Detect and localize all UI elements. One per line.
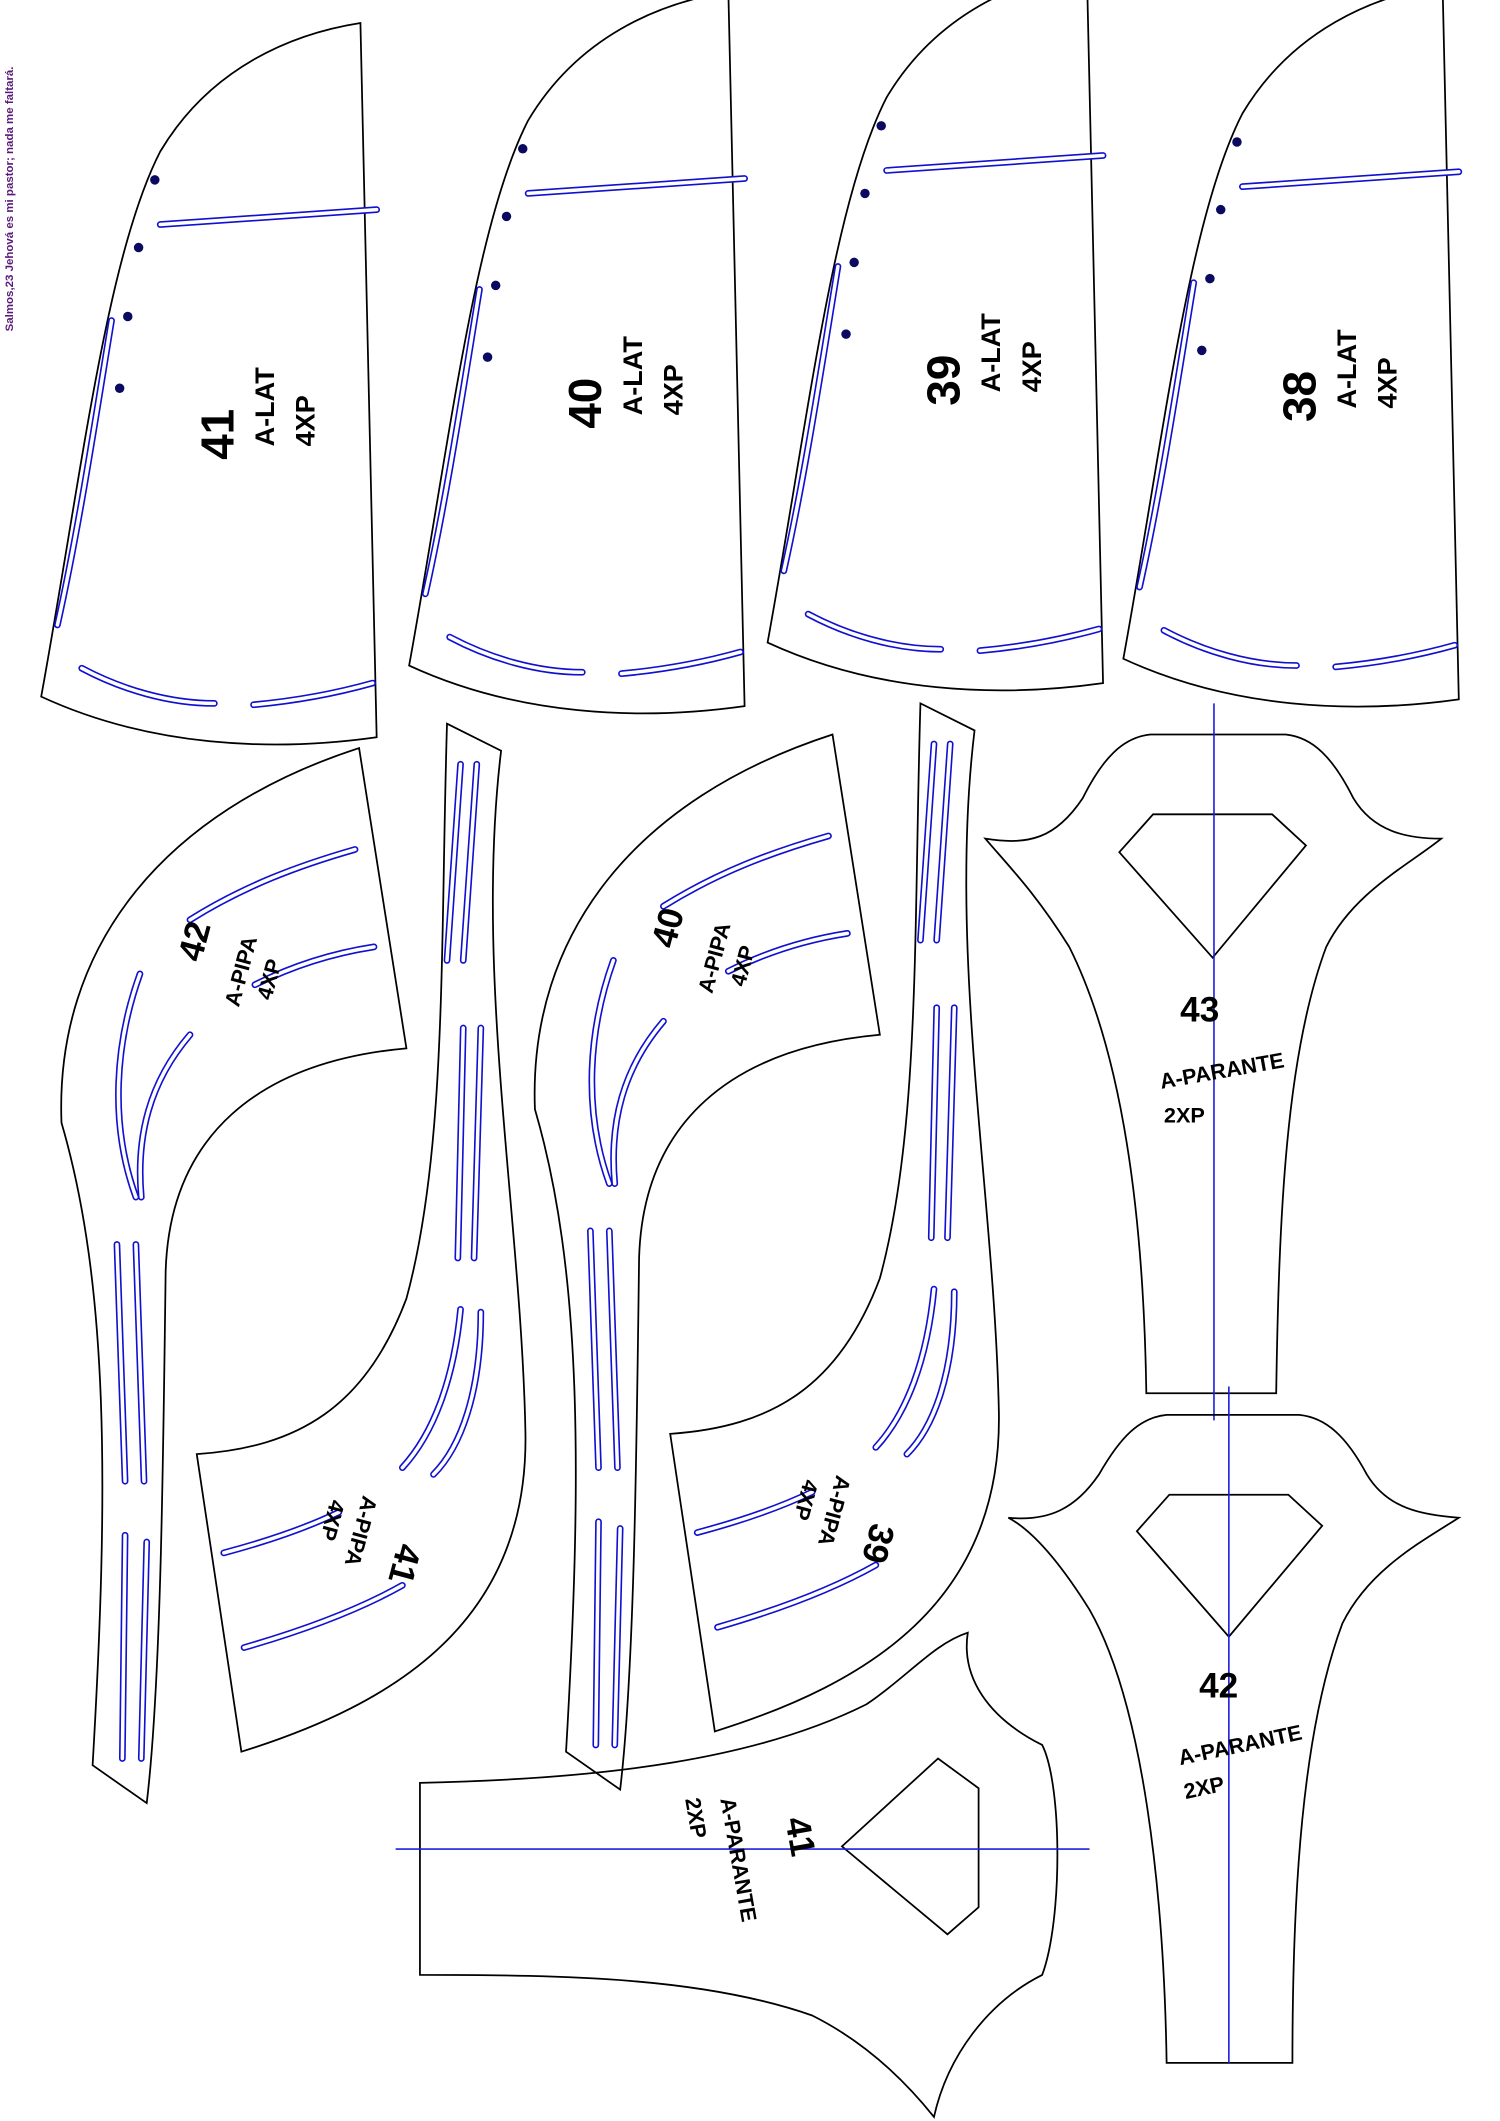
piece-size: 43 bbox=[1180, 990, 1219, 1029]
verse-text: Salmos,23 Jehová es mi pastor; nada me f… bbox=[4, 66, 16, 331]
piece-qty: 4XP bbox=[252, 956, 287, 1002]
piece-size: 42 bbox=[171, 917, 219, 965]
piece-size: 41 bbox=[777, 1814, 822, 1859]
piece-aparante-41: 41 A-PARANTE 2XP bbox=[395, 1631, 1090, 2119]
piece-qty: 2XP bbox=[1181, 1771, 1226, 1804]
piece-size: 38 bbox=[1273, 371, 1325, 422]
piece-name: A-LAT bbox=[618, 336, 648, 416]
piece-qty: 4XP bbox=[658, 364, 688, 415]
piece-size: 39 bbox=[854, 1520, 902, 1568]
piece-name: A-PARANTE bbox=[1176, 1720, 1304, 1771]
piece-name: A-PARANTE bbox=[715, 1796, 761, 1924]
piece-size: 42 bbox=[1199, 1667, 1238, 1706]
piece-qty: 4XP bbox=[789, 1477, 824, 1523]
piece-apipa-42: 42 A-PIPA 4XP bbox=[61, 748, 406, 1803]
piece-aparante-42: 42 A-PARANTE 2XP bbox=[1007, 1386, 1462, 2064]
piece-alat-41: 41 A-LAT 4XP bbox=[41, 23, 376, 744]
piece-qty: 4XP bbox=[315, 1497, 350, 1543]
piece-size: 40 bbox=[559, 378, 611, 429]
piece-apipa-40: 40 A-PIPA 4XP bbox=[535, 735, 880, 1790]
piece-size: 39 bbox=[918, 355, 970, 406]
piece-qty: 2XP bbox=[680, 1796, 712, 1841]
piece-size: 41 bbox=[380, 1540, 428, 1588]
piece-name: A-PARANTE bbox=[1158, 1047, 1286, 1093]
piece-apipa-39: 39 A-PIPA 4XP bbox=[670, 703, 999, 1731]
piece-qty: 4XP bbox=[1373, 357, 1403, 408]
piece-qty: 2XP bbox=[1164, 1103, 1205, 1128]
piece-name: A-PIPA bbox=[219, 933, 262, 1009]
piece-alat-40: 40 A-LAT 4XP bbox=[409, 0, 744, 713]
piece-qty: 4XP bbox=[1017, 341, 1047, 392]
piece-aparante-43: 43 A-PARANTE 2XP bbox=[983, 703, 1444, 1421]
piece-apipa-41: 41 A-PIPA 4XP bbox=[197, 724, 526, 1752]
piece-size: 40 bbox=[644, 904, 692, 952]
piece-name: A-LAT bbox=[976, 313, 1006, 393]
piece-size: 41 bbox=[191, 409, 243, 460]
piece-qty: 4XP bbox=[290, 395, 320, 446]
piece-alat-38: 38 A-LAT 4XP bbox=[1123, 0, 1458, 707]
piece-alat-39: 39 A-LAT 4XP bbox=[768, 0, 1103, 690]
piece-qty: 4XP bbox=[725, 943, 760, 989]
piece-name: A-LAT bbox=[250, 367, 280, 447]
piece-name: A-LAT bbox=[1332, 329, 1362, 409]
piece-name: A-PIPA bbox=[693, 919, 736, 995]
